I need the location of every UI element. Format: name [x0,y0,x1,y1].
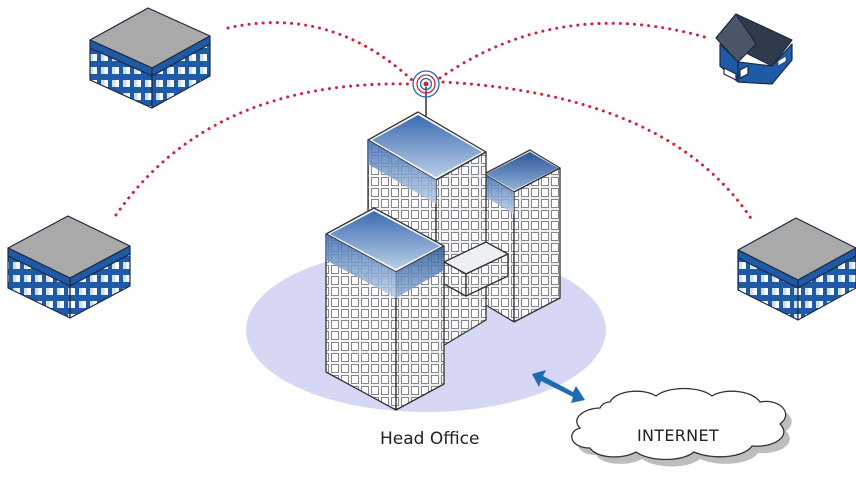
head-office-building-icon [325,111,561,411]
bidirectional-arrow-icon [532,370,585,403]
branch-office-mid-right-building-icon [737,217,856,321]
branch-office-top-left-building-icon [89,7,211,109]
wireless-links [114,21,754,222]
branch-office-mid-left-building-icon [7,215,131,319]
internet-cloud-icon [571,387,792,467]
link-mid-right [441,80,754,222]
link-mid-left [114,82,412,217]
tower-back-right [483,149,561,323]
sky-bridge [443,241,509,297]
internet-label: INTERNET [637,426,719,445]
link-top-right [438,21,710,80]
home-office-house-icon [715,13,793,85]
tower-front [325,207,445,411]
link-top-left [226,21,414,82]
head-office-label: Head Office [380,429,480,449]
